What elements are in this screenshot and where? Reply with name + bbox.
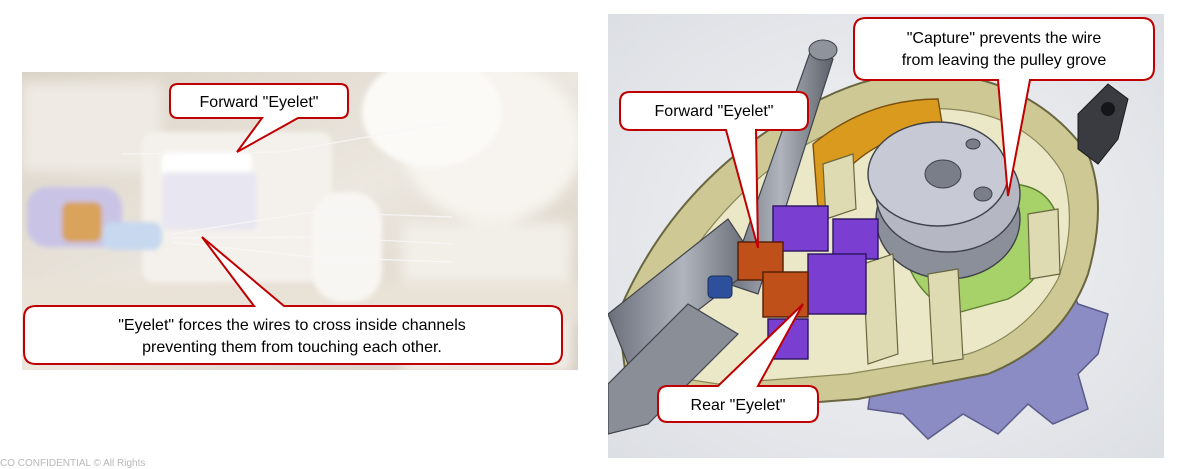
rear-eyelet-callout: Rear "Eyelet" — [657, 303, 819, 423]
purple-eyelets — [767, 205, 879, 360]
rear-eyelet-callout-label: Rear "Eyelet" — [691, 397, 786, 414]
eyelet-cad-render: "Capture" prevents the wire from leaving… — [608, 14, 1164, 458]
capture-callout-line2: from leaving the pulley grove — [902, 52, 1107, 69]
cad-forward-eyelet-callout-label: Forward "Eyelet" — [655, 103, 774, 120]
housing-posts — [822, 153, 1061, 365]
eyelet-cad-illustration: "Capture" prevents the wire from leaving… — [608, 14, 1164, 458]
forward-eyelet-callout-label: Forward "Eyelet" — [200, 94, 319, 111]
pulley — [867, 121, 1021, 280]
dark-handle — [1077, 83, 1129, 165]
eyelet-cross-callout-line2: preventing them from touching each other… — [142, 339, 442, 356]
eyelet-photo: Forward "Eyelet" "Eyelet" forces the wir… — [22, 72, 578, 370]
cad-forward-eyelet-callout: Forward "Eyelet" — [619, 91, 809, 249]
capture-callout-line1: "Capture" prevents the wire — [907, 30, 1102, 47]
eyelet-cross-callout: "Eyelet" forces the wires to cross insid… — [23, 236, 563, 365]
forward-eyelet-callout: Forward "Eyelet" — [169, 83, 349, 153]
eyelet-cross-callout-line1: "Eyelet" forces the wires to cross insid… — [118, 317, 466, 334]
eyelet-photo-illustration: Forward "Eyelet" "Eyelet" forces the wir… — [22, 72, 578, 370]
orange-eyelets — [737, 241, 809, 318]
confidential-footer: CO CONFIDENTIAL © All Rights — [0, 458, 146, 469]
capture-callout: "Capture" prevents the wire from leaving… — [853, 17, 1155, 197]
